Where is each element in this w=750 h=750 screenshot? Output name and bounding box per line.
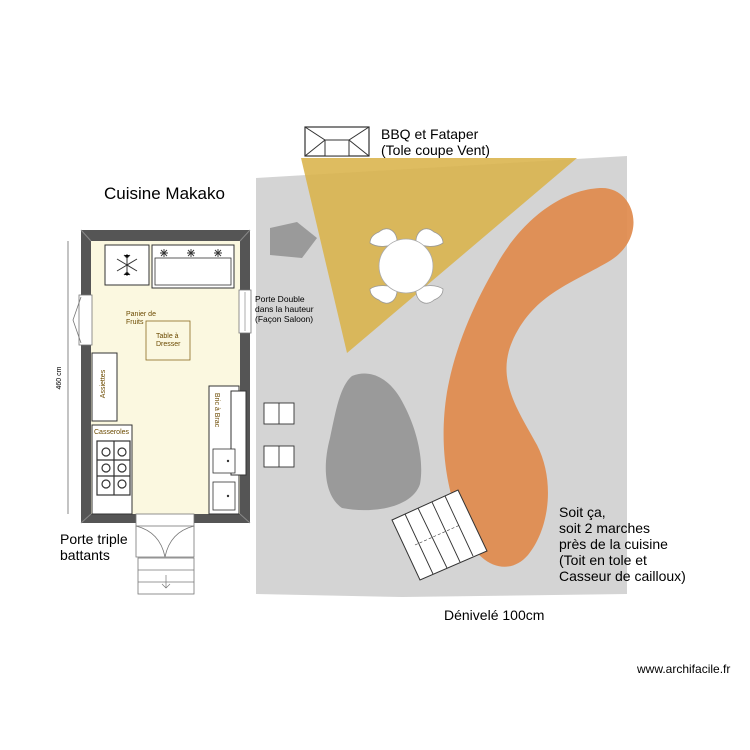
fruit-basket-label: Panier de Fruits <box>126 311 156 327</box>
dimension-label: 460 cm <box>55 366 63 390</box>
bbq-grill <box>304 126 370 157</box>
triple-door-opening <box>135 513 195 595</box>
saloon-door-label: Porte Double dans la hauteur (Façon Salo… <box>255 294 314 324</box>
saloon-door-opening <box>238 289 252 334</box>
snowflake-icon <box>116 254 138 276</box>
stools <box>263 402 295 468</box>
gas-stove <box>91 424 133 515</box>
fridge <box>104 244 150 286</box>
canopy-area <box>301 158 577 353</box>
counter-with-sinks <box>208 385 247 515</box>
dressing-table <box>145 320 191 361</box>
watermark: www.archifacile.fr <box>637 662 731 676</box>
stone-left <box>270 222 317 258</box>
option-note: Soit ça, soit 2 marches près de la cuisi… <box>559 504 686 585</box>
orange-path <box>443 187 634 567</box>
bbq-label: BBQ et Fataper (Tole coupe Vent) <box>381 126 490 159</box>
plates-label: Assiettes <box>99 369 107 399</box>
round-table-with-chairs <box>369 228 444 304</box>
bric-label: Bric à Brac <box>213 392 221 428</box>
pans-label: Casseroles <box>94 429 130 436</box>
stairs <box>391 489 488 581</box>
left-window <box>72 294 93 346</box>
page-title: Cuisine Makako <box>104 184 225 203</box>
elevation-label: Dénivelé 100cm <box>444 607 545 623</box>
triple-door-label: Porte triple battants <box>60 531 128 564</box>
table-label: Table à Dresser <box>156 333 181 349</box>
plates-cabinet <box>91 352 118 422</box>
cooktop <box>151 244 235 289</box>
stone-center <box>325 373 422 511</box>
